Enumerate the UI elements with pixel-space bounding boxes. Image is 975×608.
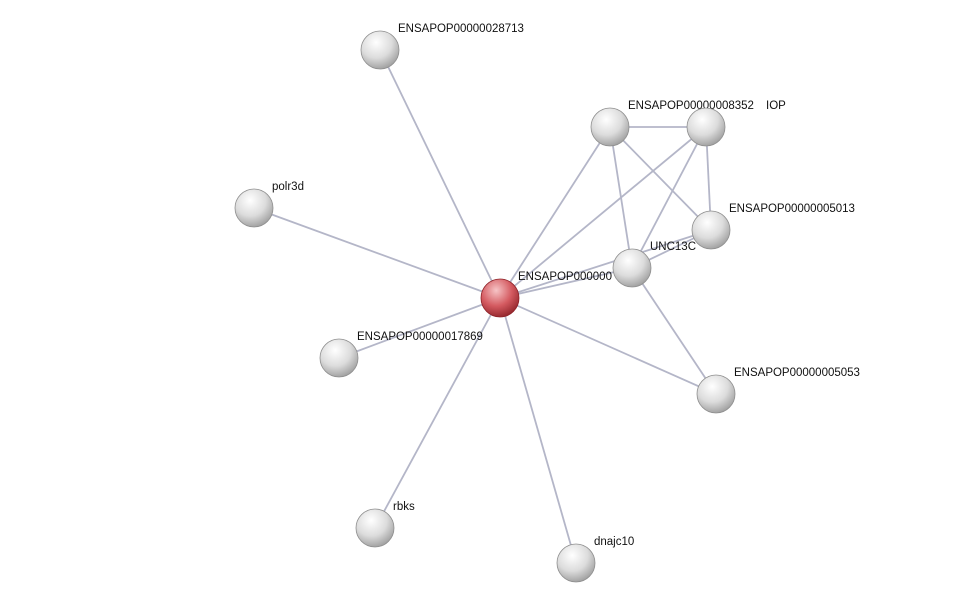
node-center[interactable] xyxy=(480,278,520,318)
node-rbks[interactable] xyxy=(355,508,395,548)
node-label-n8352: ENSAPOP00000008352 xyxy=(628,100,754,112)
edge-center-unc13c[interactable] xyxy=(499,267,633,299)
node-label-n5013: ENSAPOP00000005013 xyxy=(729,203,855,215)
edge-center-dnajc10[interactable] xyxy=(499,297,577,564)
node-n8352[interactable] xyxy=(590,107,630,147)
node-n5013[interactable] xyxy=(691,210,731,250)
edge-center-rbks[interactable] xyxy=(374,297,501,529)
edge-center-n5013[interactable] xyxy=(499,229,712,299)
node-dnajc10[interactable] xyxy=(556,543,596,583)
node-label-n5053: ENSAPOP00000005053 xyxy=(734,367,860,379)
node-label-n28713: ENSAPOP00000028713 xyxy=(398,23,524,35)
edge-center-n5053[interactable] xyxy=(499,297,717,395)
edge-unc13c-n5053[interactable] xyxy=(631,267,717,395)
node-label-center: ENSAPOP000000 xyxy=(518,271,612,283)
node-label-dnajc10: dnajc10 xyxy=(594,536,634,548)
node-unc13c[interactable] xyxy=(612,248,652,288)
edge-n8352-unc13c[interactable] xyxy=(609,126,633,269)
node-n17869[interactable] xyxy=(319,338,359,378)
edge-center-iop[interactable] xyxy=(499,126,707,299)
node-iop[interactable] xyxy=(686,107,726,147)
edge-center-polr3d[interactable] xyxy=(253,207,501,299)
edge-center-n28713[interactable] xyxy=(379,49,501,299)
node-label-iop: IOP xyxy=(766,100,786,112)
node-n28713[interactable] xyxy=(360,30,400,70)
node-label-unc13c: UNC13C xyxy=(650,241,696,253)
node-n5053[interactable] xyxy=(696,374,736,414)
edge-iop-unc13c[interactable] xyxy=(631,126,707,269)
node-label-n17869: ENSAPOP00000017869 xyxy=(357,331,483,343)
edge-n8352-n5013[interactable] xyxy=(609,126,712,231)
node-polr3d[interactable] xyxy=(234,188,274,228)
edge-center-n17869[interactable] xyxy=(338,297,501,359)
edge-center-n8352[interactable] xyxy=(499,126,611,299)
node-label-polr3d: polr3d xyxy=(272,181,304,193)
node-label-rbks: rbks xyxy=(393,501,415,513)
